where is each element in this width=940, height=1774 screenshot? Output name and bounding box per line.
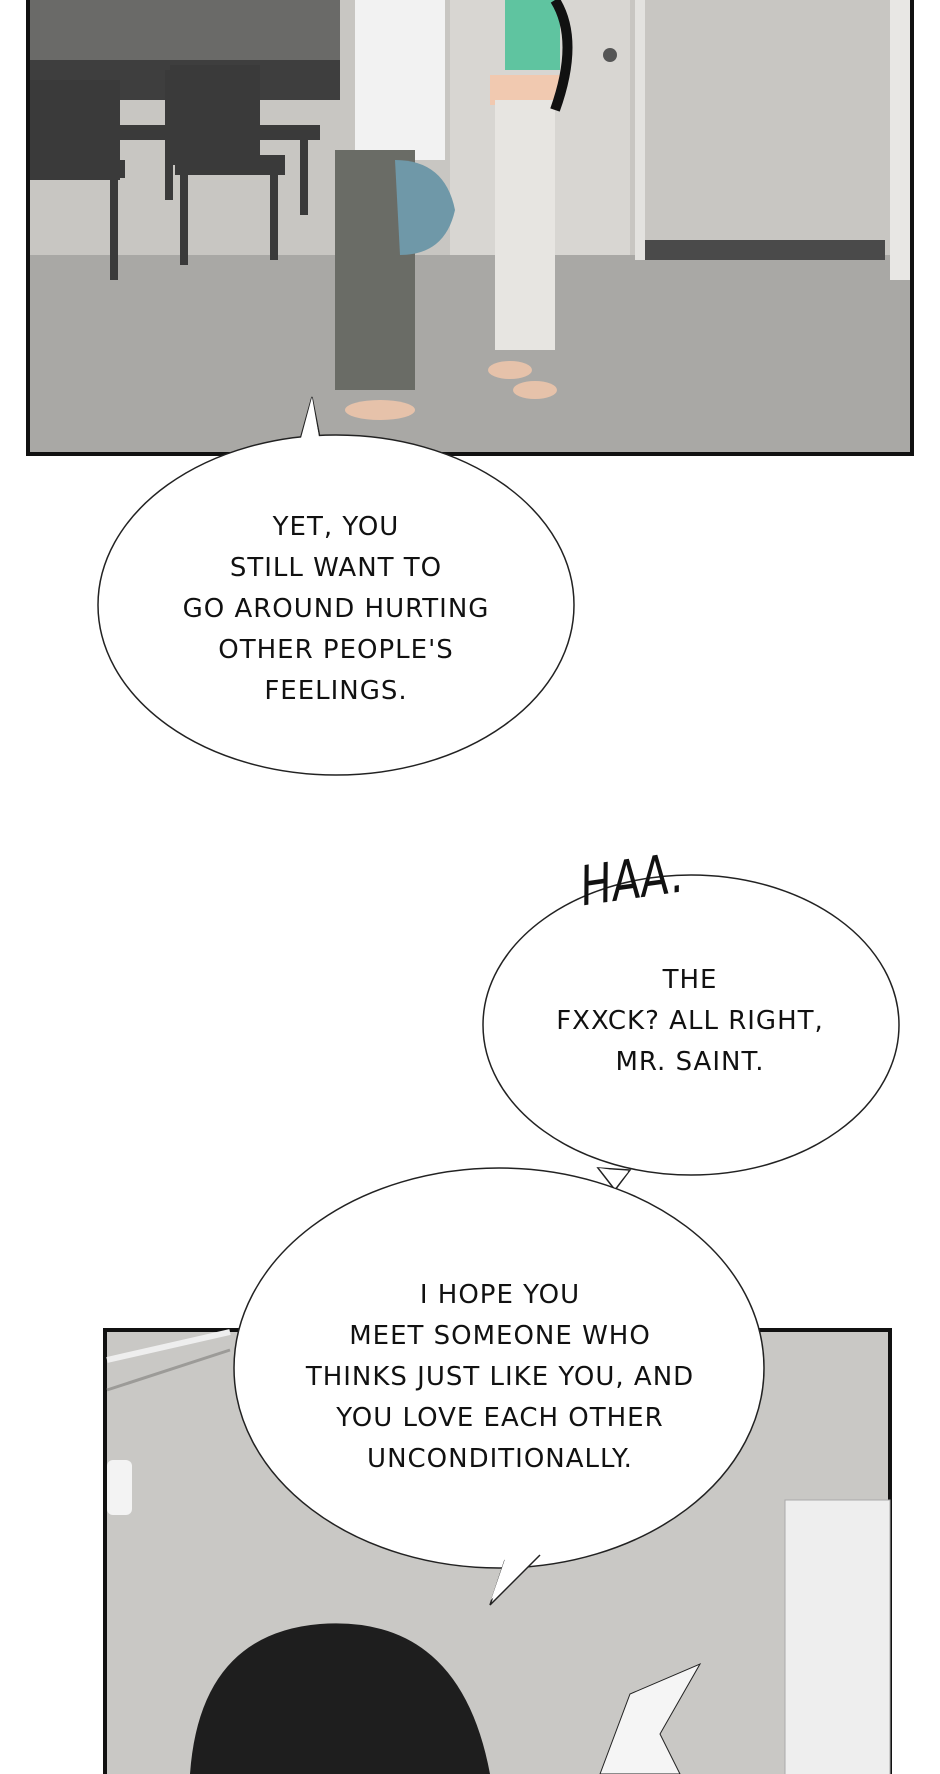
bubble-line: FEELINGS.	[264, 676, 408, 706]
bubble-line: OTHER PEOPLE'S	[218, 635, 454, 665]
bubble-line: I HOPE YOU	[419, 1280, 581, 1310]
character-hair	[190, 1623, 490, 1774]
lamp	[107, 1460, 132, 1515]
woman-figure	[488, 0, 573, 399]
speech-bubble-3	[233, 1167, 765, 1606]
bubble-line: YET, YOU	[272, 512, 400, 542]
man-figure	[335, 0, 455, 420]
bubble-line: YOU LOVE EACH OTHER	[336, 1403, 664, 1433]
speech-bubble-1-text: YET, YOU STILL WANT TO GO AROUND HURTING…	[130, 507, 542, 712]
paper	[599, 1662, 702, 1774]
baseboard	[645, 240, 885, 260]
bubble-line: GO AROUND HURTING	[182, 594, 490, 624]
bubble-line: UNCONDITIONALLY.	[367, 1444, 633, 1474]
bubble-line: MEET SOMEONE WHO	[349, 1321, 651, 1351]
floor	[30, 255, 910, 452]
speech-bubble-2-text: THE FXXCK? ALL RIGHT, MR. SAINT.	[520, 960, 860, 1083]
window	[784, 1499, 891, 1774]
bubble-line: MR. SAINT.	[615, 1047, 765, 1077]
door-handle	[603, 48, 617, 62]
speech-bubble-3-text: I HOPE YOU MEET SOMEONE WHO THINKS JUST …	[260, 1275, 740, 1480]
speech-bubble-1	[97, 396, 575, 776]
top-panel	[26, 0, 914, 456]
speech-bubble-2	[482, 874, 900, 1176]
bubble-line: FXXCK? ALL RIGHT,	[556, 1006, 824, 1036]
bubble-line: STILL WANT TO	[229, 553, 443, 583]
bubble-line: THE	[662, 965, 718, 995]
bubble-line: THINKS JUST LIKE YOU, AND	[305, 1362, 695, 1392]
dining-chairs	[30, 65, 320, 280]
